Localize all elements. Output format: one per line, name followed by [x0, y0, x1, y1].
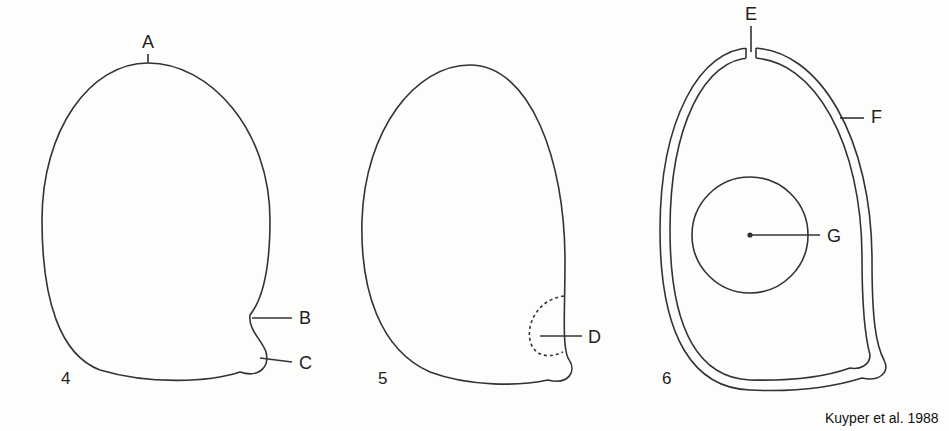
leader-line — [540, 335, 582, 337]
leader-line — [750, 234, 820, 236]
credit-caption: Kuyper et al. 1988 — [825, 411, 939, 425]
leader-line — [840, 117, 864, 119]
leader-line — [750, 26, 752, 52]
callout-letter: E — [745, 5, 757, 23]
spore-outer-wall — [660, 48, 886, 391]
dashed-area — [529, 296, 564, 356]
figure-number: 6 — [662, 370, 671, 387]
leader-line — [260, 358, 292, 362]
callout-letter: D — [588, 328, 601, 346]
spore-inner-wall — [670, 58, 870, 380]
callout-letter: B — [299, 309, 311, 327]
callout-letter: A — [142, 33, 154, 51]
leader-line — [252, 317, 292, 319]
spore-outline — [42, 63, 270, 380]
figure-number: 4 — [61, 370, 70, 387]
callout-letter: F — [871, 108, 882, 126]
leader-line — [147, 54, 149, 63]
germ-pore-edge — [745, 48, 747, 58]
callout-letter: G — [827, 227, 841, 245]
figure-number: 5 — [378, 370, 387, 387]
germ-pore-edge — [755, 48, 757, 58]
callout-letter: C — [299, 354, 312, 372]
